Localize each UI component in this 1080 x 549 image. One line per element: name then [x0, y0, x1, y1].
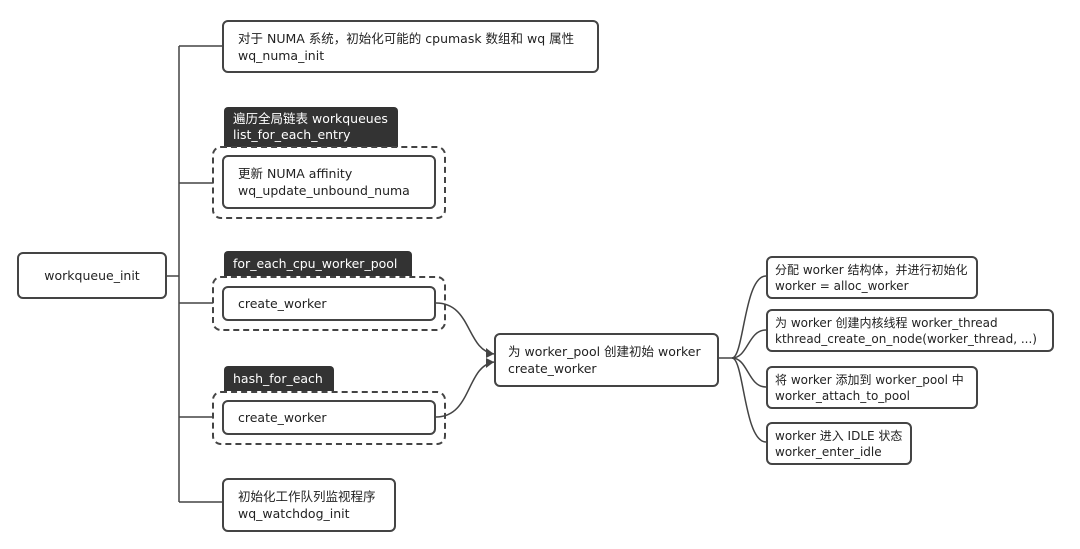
alloc-worker-function: worker = alloc_worker	[775, 278, 909, 293]
enter-idle-function: worker_enter_idle	[775, 444, 882, 459]
create-worker-description: 为 worker_pool 创建初始 worker	[508, 344, 701, 359]
kthread-create-function: kthread_create_on_node(worker_thread, ..…	[775, 331, 1037, 346]
step-line-alloc	[731, 275, 767, 359]
tag-hash-for-each: hash_for_each	[224, 366, 334, 391]
group-list-for-each-entry	[212, 146, 446, 219]
step-line-idle	[731, 357, 767, 443]
attach-to-pool-function: worker_attach_to_pool	[775, 388, 910, 403]
enter-idle-description: worker 进入 IDLE 状态	[775, 428, 903, 443]
node-create-worker-hash: create_worker	[222, 400, 436, 435]
numa-init-description: 对于 NUMA 系统，初始化可能的 cpumask 数组和 wq 属性	[238, 30, 575, 46]
node-wq-numa-init: 对于 NUMA 系统，初始化可能的 cpumask 数组和 wq 属性 wq_n…	[222, 20, 599, 73]
kthread-create-description: 为 worker 创建内核线程 worker_thread	[775, 315, 998, 330]
node-wq-update-unbound-numa: 更新 NUMA affinity wq_update_unbound_numa	[222, 155, 436, 209]
step-node-kthread-create: 为 worker 创建内核线程 worker_thread kthread_cr…	[766, 309, 1054, 352]
watchdog-function: wq_watchdog_init	[238, 506, 350, 521]
cpu-pool-create-worker-label: create_worker	[238, 296, 327, 311]
step-line-kthread	[731, 329, 767, 359]
node-wq-watchdog-init: 初始化工作队列监视程序 wq_watchdog_init	[222, 478, 396, 532]
tag-list-for-each-entry: 遍历全局链表 workqueues list_for_each_entry	[224, 107, 398, 147]
cpu-pool-tag-label: for_each_cpu_worker_pool	[233, 255, 398, 271]
alloc-worker-description: 分配 worker 结构体，并进行初始化	[775, 262, 968, 277]
create-worker-function: create_worker	[508, 361, 597, 376]
list-tag-function: list_for_each_entry	[233, 127, 351, 142]
update-numa-function: wq_update_unbound_numa	[238, 183, 410, 198]
step-line-attach	[731, 357, 767, 388]
step-node-alloc-worker: 分配 worker 结构体，并进行初始化 worker = alloc_work…	[766, 256, 978, 299]
root-node-workqueue-init: workqueue_init	[17, 252, 167, 299]
root-label: workqueue_init	[44, 268, 140, 283]
group-hash-for-each	[212, 391, 446, 445]
arrowhead-cpu-pool	[486, 348, 494, 358]
attach-to-pool-description: 将 worker 添加到 worker_pool 中	[775, 372, 964, 387]
hash-create-worker-label: create_worker	[238, 410, 327, 425]
hash-tag-label: hash_for_each	[233, 370, 323, 386]
group-for-each-cpu-worker-pool	[212, 276, 446, 331]
step-node-enter-idle: worker 进入 IDLE 状态 worker_enter_idle	[766, 422, 912, 465]
node-create-worker-initial: 为 worker_pool 创建初始 worker create_worker	[494, 333, 719, 387]
tag-for-each-cpu-worker-pool: for_each_cpu_worker_pool	[224, 251, 412, 276]
watchdog-description: 初始化工作队列监视程序	[238, 489, 376, 504]
numa-init-function: wq_numa_init	[238, 47, 325, 63]
arrowhead-hash	[486, 358, 494, 368]
node-create-worker-cpu-pool: create_worker	[222, 286, 436, 321]
list-tag-description: 遍历全局链表 workqueues	[233, 111, 388, 126]
step-node-attach-to-pool: 将 worker 添加到 worker_pool 中 worker_attach…	[766, 366, 978, 409]
update-numa-description: 更新 NUMA affinity	[238, 166, 353, 181]
